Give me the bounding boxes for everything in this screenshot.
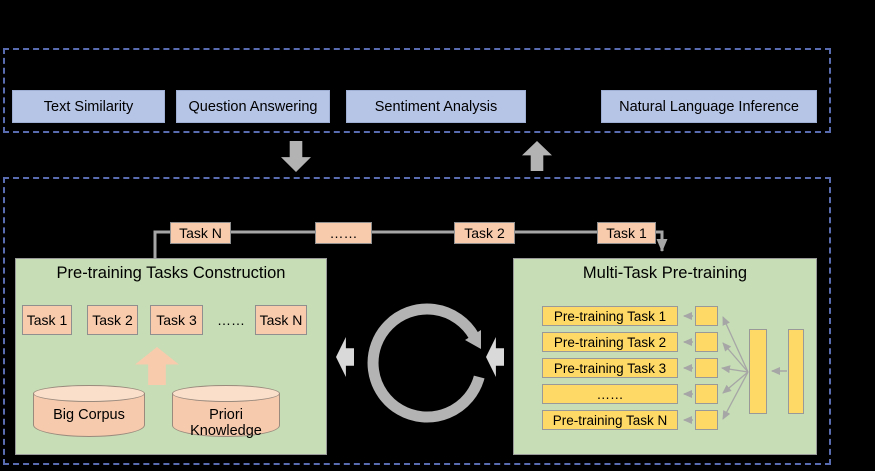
task-head-square-2 (695, 332, 718, 352)
cylinder-top (33, 385, 145, 402)
chain-task-2: Task 2 (454, 222, 515, 244)
task-head-square-3 (695, 358, 718, 378)
downstream-task-sentiment-analysis: Sentiment Analysis (346, 90, 526, 123)
chain-task-n: Task N (170, 222, 231, 244)
continual-pretraining-region: Continual Pre-training Task N …… Task 2 … (3, 177, 831, 465)
downstream-task-nli: Natural Language Inference (601, 90, 817, 123)
multitask-panel: Multi-Task Pre-training Pre-training Tas… (513, 258, 817, 455)
continual-pretraining-region-label: Continual Pre-training (344, 184, 490, 201)
cylinder-top (172, 385, 280, 402)
priori-knowledge-cylinder: Priori Knowledge (172, 385, 280, 439)
shared-encoder-bar-1 (749, 329, 767, 414)
pretraining-task-row-ellipsis: …… (542, 384, 678, 404)
up-block-arrow-icon (522, 141, 552, 171)
chain-task-ellipsis: …… (315, 222, 372, 244)
task-head-square-ellipsis (695, 384, 718, 404)
pretraining-task-row-2: Pre-training Task 2 (542, 332, 678, 352)
big-corpus-cylinder: Big Corpus (33, 385, 145, 437)
downstream-task-question-answering: Question Answering (176, 90, 330, 123)
pretraining-task-row-1: Pre-training Task 1 (542, 306, 678, 326)
fine-tuning-region-label: Fine-tuning (379, 58, 455, 75)
construction-panel: Pre-training Tasks Construction Task 1 T… (15, 258, 327, 455)
construction-task-2: Task 2 (87, 305, 138, 335)
downstream-task-text-similarity: Text Similarity (12, 90, 165, 123)
pretraining-task-row-n: Pre-training Task N (542, 410, 678, 430)
big-corpus-label: Big Corpus (53, 407, 125, 423)
up-arrow-label: Pre-trained Model (558, 150, 662, 165)
priori-knowledge-label: Priori Knowledge (190, 407, 262, 439)
figure-caption: Figure 1: The framework of ERNIE 2.0, wh… (0, 9, 875, 24)
construction-task-3: Task 3 (150, 305, 203, 335)
multitask-panel-title: Multi-Task Pre-training (582, 264, 748, 282)
fine-tuning-region: Fine-tuning Text Similarity Question Ans… (3, 48, 831, 133)
chain-task-1: Task 1 (597, 222, 656, 244)
task-head-square-n (695, 410, 718, 430)
task-head-square-1 (695, 306, 718, 326)
construction-task-ellipsis: …… (217, 312, 245, 328)
construction-task-n: Task N (255, 305, 307, 335)
construction-panel-title: Pre-training Tasks Construction (56, 264, 286, 282)
sources-up-arrow-icon (135, 347, 179, 385)
down-arrow-label: Fine-tuning (210, 150, 276, 165)
down-block-arrow-icon (281, 141, 311, 172)
downstream-task-ellipsis: …… (553, 98, 581, 115)
loop-text-line2: Learning (400, 363, 454, 378)
pretraining-task-row-3: Pre-training Task 3 (542, 358, 678, 378)
shared-encoder-bar-2 (788, 329, 804, 414)
loop-text-line1: Continual (398, 336, 456, 351)
construction-task-1: Task 1 (22, 305, 72, 335)
continual-loop-icon (367, 303, 485, 423)
